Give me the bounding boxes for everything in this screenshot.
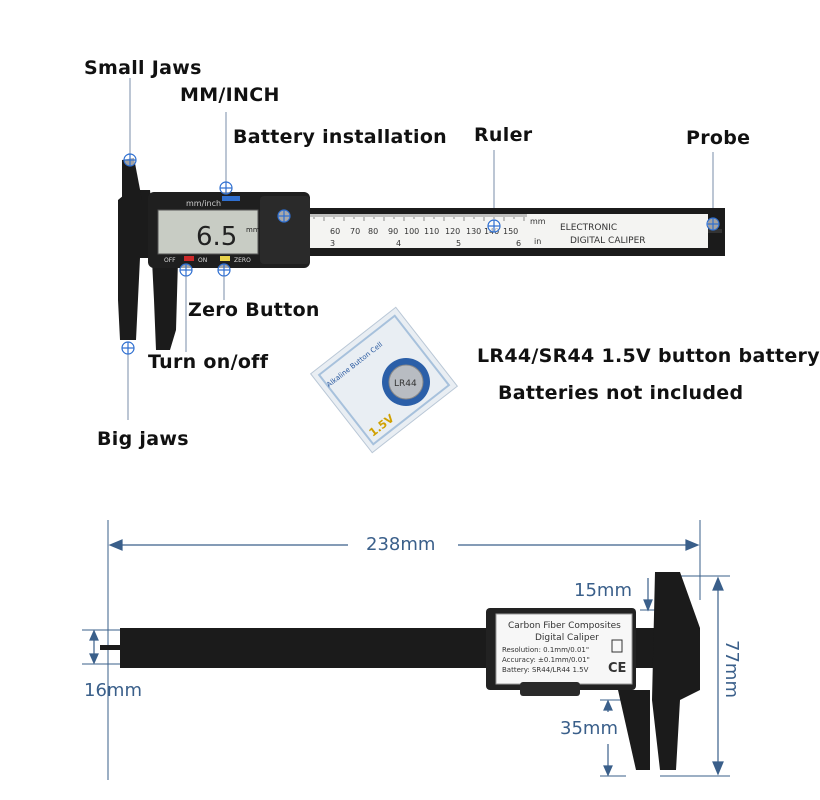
dim-beam-width: 16mm bbox=[84, 680, 142, 701]
spec-resolution: Resolution: 0.1mm/0.01" bbox=[502, 646, 589, 654]
label-battery-type: LR44/SR44 1.5V button battery bbox=[477, 345, 820, 367]
caliper-top-illustration: 60 70 80 90 100 110 120 130 140 150 3 4 … bbox=[82, 78, 730, 780]
scale-number: 150 bbox=[503, 227, 518, 236]
unit-button-label: mm/inch bbox=[186, 199, 221, 208]
inch-number: 3 bbox=[330, 239, 335, 248]
scale-unit-in: in bbox=[534, 237, 541, 246]
scale-title-line2: DIGITAL CALIPER bbox=[570, 236, 646, 246]
crosshair-markers bbox=[121, 153, 720, 385]
spec-label: Carbon Fiber Composites Digital Caliper … bbox=[502, 621, 626, 676]
marker-probe bbox=[706, 217, 720, 231]
scale-number: 120 bbox=[445, 227, 460, 236]
label-zero-button: Zero Button bbox=[188, 299, 320, 321]
button-battery: Alkaline Button Cell 1.5V LR44 bbox=[309, 306, 459, 454]
scale-number: 130 bbox=[466, 227, 481, 236]
spec-line1: Carbon Fiber Composites bbox=[508, 621, 621, 631]
zero-label: ZERO bbox=[234, 257, 251, 264]
lcd-unit: mm bbox=[246, 226, 260, 234]
sliding-jaw bbox=[152, 260, 178, 350]
lcd-reading: 6.5 bbox=[196, 222, 237, 252]
caliper-side-view bbox=[100, 572, 700, 770]
label-small-jaws: Small Jaws bbox=[84, 57, 202, 79]
label-battery-installation: Battery installation bbox=[233, 126, 447, 148]
scale-number: 100 bbox=[404, 227, 419, 236]
scale-number: 110 bbox=[424, 227, 439, 236]
dim-height: 77mm bbox=[721, 640, 742, 698]
dim-small-jaw: 15mm bbox=[574, 580, 632, 601]
dim-big-jaw: 35mm bbox=[560, 718, 618, 739]
marker-small-jaws bbox=[123, 153, 137, 167]
label-turn-on-off: Turn on/off bbox=[148, 351, 269, 373]
on-off-button[interactable] bbox=[184, 256, 194, 261]
scale-number: 80 bbox=[368, 227, 378, 236]
scale-number: 60 bbox=[330, 227, 340, 236]
ce-mark: CE bbox=[608, 661, 626, 676]
display-labels: mm/inch 6.5 mm OFF ON ZERO bbox=[164, 199, 260, 264]
marker-mm-inch bbox=[219, 181, 233, 195]
scale-title: ELECTRONIC DIGITAL CALIPER bbox=[560, 223, 646, 246]
scale-number: 70 bbox=[350, 227, 360, 236]
zero-button[interactable] bbox=[220, 256, 230, 261]
on-label: ON bbox=[198, 257, 207, 264]
marker-battery bbox=[277, 209, 291, 223]
marker-big-jaws bbox=[121, 341, 135, 355]
label-batteries-note: Batteries not included bbox=[498, 382, 744, 404]
dim-length: 238mm bbox=[366, 534, 436, 555]
inch-number: 5 bbox=[456, 239, 461, 248]
spec-accuracy: Accuracy: ±0.1mm/0.01" bbox=[502, 656, 590, 664]
label-big-jaws: Big jaws bbox=[97, 428, 189, 450]
inch-number: 6 bbox=[516, 239, 521, 248]
scale-unit-mm: mm bbox=[530, 217, 546, 226]
scale-number: 90 bbox=[388, 227, 398, 236]
marker-turn-on bbox=[179, 263, 193, 277]
display-housing bbox=[148, 192, 310, 268]
spec-battery: Battery: SR44/LR44 1.5V bbox=[502, 666, 589, 674]
off-label: OFF bbox=[164, 257, 176, 264]
label-probe: Probe bbox=[686, 127, 751, 149]
marker-zero bbox=[217, 263, 231, 277]
label-ruler: Ruler bbox=[474, 124, 533, 146]
marker-ruler bbox=[487, 219, 501, 233]
label-mm-inch: MM/INCH bbox=[180, 84, 280, 106]
battery-cell-text: LR44 bbox=[394, 379, 417, 389]
fixed-jaw bbox=[118, 158, 152, 340]
spec-line2: Digital Caliper bbox=[535, 633, 599, 643]
weee-icon bbox=[611, 639, 623, 653]
dimension-lines bbox=[82, 520, 730, 780]
inch-number: 4 bbox=[396, 239, 401, 248]
scale-title-line1: ELECTRONIC bbox=[560, 223, 617, 233]
